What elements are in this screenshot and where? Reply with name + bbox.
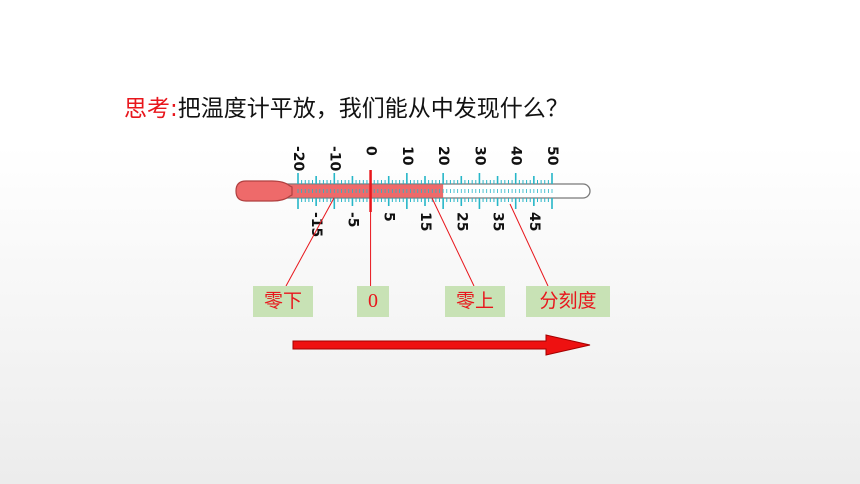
direction-arrow	[292, 334, 591, 356]
scale-label: -20	[290, 146, 306, 172]
question-text: 思考:把温度计平放，我们能从中发现什么？	[124, 94, 569, 124]
scale-ticks	[297, 173, 553, 209]
scale-label: 40	[508, 146, 524, 166]
scale-label: -10	[326, 146, 342, 172]
callout-above-zero: 零上	[445, 286, 505, 317]
upper-scale-labels: -20 -10 0 10 20 30 40 50	[290, 146, 560, 172]
scale-label: 10	[399, 146, 415, 166]
scale-label: 20	[435, 146, 451, 166]
scale-label: 25	[453, 212, 469, 231]
scale-label: 50	[544, 146, 560, 166]
scale-label: -5	[344, 212, 360, 228]
callout-graduation: 分刻度	[526, 286, 610, 317]
scale-label: 35	[490, 212, 506, 231]
scale-label: 0	[363, 146, 379, 156]
callout-zero: 0	[357, 286, 389, 317]
scale-label: 30	[471, 146, 487, 166]
scale-label: 5	[381, 212, 397, 222]
scale-label: 45	[526, 212, 542, 231]
question-body: 把温度计平放，我们能从中发现什么？	[177, 96, 569, 122]
question-label: 思考:	[124, 96, 178, 122]
lower-scale-labels: -15 -5 5 15 25 35 45	[308, 212, 542, 237]
leader-line-below-zero	[285, 197, 335, 287]
scale-label: -15	[308, 212, 324, 237]
callout-below-zero: 零下	[253, 286, 313, 317]
thermometer-bulb	[235, 180, 293, 202]
leader-line-above-zero	[431, 197, 475, 287]
thermometer-liquid	[278, 184, 444, 198]
scale-label: 15	[417, 212, 433, 231]
leader-line-graduation	[509, 203, 549, 287]
